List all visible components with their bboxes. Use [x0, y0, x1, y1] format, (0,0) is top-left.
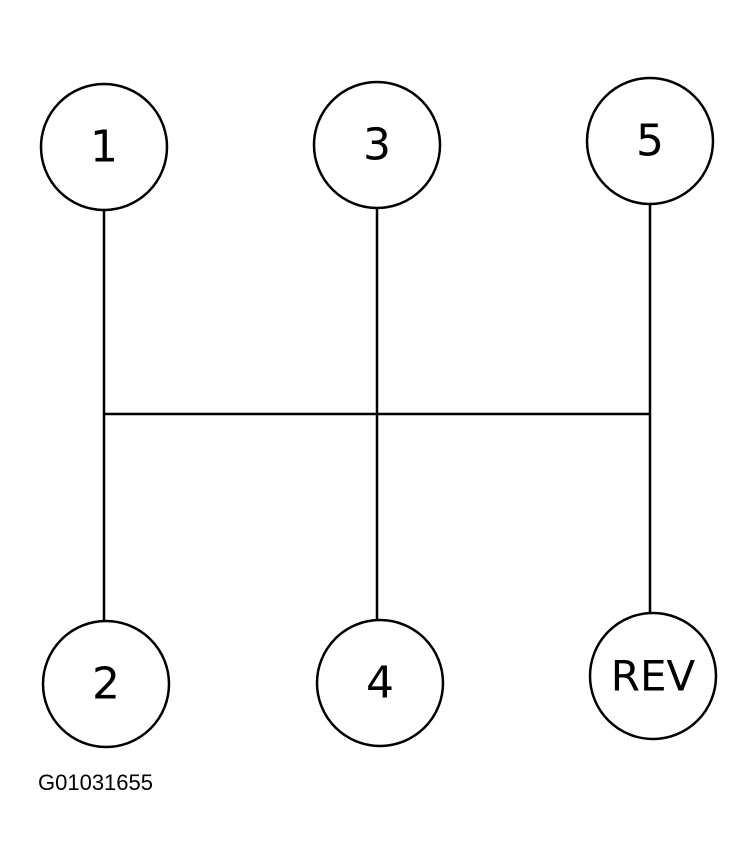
gear-3-node: 3	[312, 80, 442, 210]
gear-5-label: 5	[636, 116, 664, 167]
gear-4-node: 4	[315, 618, 445, 748]
gear-1-node: 1	[39, 82, 169, 212]
gear-1-label: 1	[90, 122, 118, 173]
gear-4-label: 4	[366, 658, 394, 709]
gear-rev-node: REV	[588, 611, 718, 741]
gear-2-label: 2	[92, 659, 120, 710]
figure-id-caption: G01031655	[38, 770, 153, 795]
gear-3-label: 3	[363, 120, 391, 171]
gear-rev-label: REV	[611, 652, 696, 701]
gear-2-node: 2	[41, 619, 171, 749]
gear-5-node: 5	[585, 76, 715, 206]
